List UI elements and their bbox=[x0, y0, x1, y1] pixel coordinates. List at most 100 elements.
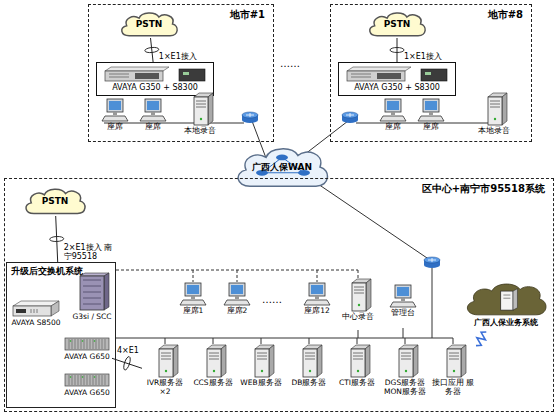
node-label: 座席2 bbox=[227, 306, 248, 315]
server-icon bbox=[387, 344, 423, 378]
cloud-shape bbox=[462, 280, 550, 318]
trunk-oval bbox=[122, 356, 131, 371]
node-label: CTI服务器 bbox=[339, 378, 375, 387]
node-label: AVAYA S8500 bbox=[11, 318, 60, 327]
server-icon bbox=[291, 344, 327, 378]
device-icons bbox=[99, 65, 211, 83]
workstation: 座席12 bbox=[300, 282, 334, 326]
edge-label: 1×E1接入 bbox=[159, 52, 219, 61]
pstn-cloud: PSTN bbox=[118, 10, 180, 38]
media-gateway: AVAYA G650 bbox=[62, 372, 112, 402]
server-icon bbox=[339, 344, 375, 378]
server-icon bbox=[476, 92, 512, 126]
phone-line bbox=[116, 270, 358, 282]
server: CTI服务器 bbox=[334, 344, 380, 408]
server-box-icon bbox=[11, 300, 61, 318]
node-label: IVR服务器 ×2 bbox=[142, 378, 188, 396]
server: 本地录音 bbox=[180, 92, 220, 140]
node-label: PSTN bbox=[136, 19, 163, 30]
device-icons bbox=[341, 65, 453, 83]
edge-label: 4×E1 bbox=[117, 346, 151, 355]
workstation: 座席 bbox=[138, 98, 168, 138]
pc-icon bbox=[416, 98, 446, 122]
server: CCS服务器 bbox=[190, 344, 236, 408]
server: WEB服务器 bbox=[238, 344, 284, 408]
node-label: AVAYA G650 bbox=[64, 388, 110, 397]
router-icon bbox=[242, 112, 258, 123]
ellipsis-label: …… bbox=[262, 294, 282, 306]
workstation: 座席 bbox=[416, 98, 446, 138]
node-label: CCS服务器 bbox=[193, 378, 232, 387]
server-icon bbox=[435, 344, 471, 378]
pstn-cloud: PSTN bbox=[366, 10, 428, 38]
region-title: 区中心+南宁市95518系统 bbox=[422, 183, 545, 195]
node-label: AVAYA G650 bbox=[64, 352, 110, 361]
wan-link bbox=[252, 121, 266, 158]
lan-bus bbox=[104, 123, 244, 124]
region-box: 地市#8PSTN AVAYA G350 + S8300 座席 座席 本地录音 bbox=[330, 4, 532, 142]
cabinet-icon bbox=[72, 272, 112, 312]
business-cloud: 广西人保业务系统 bbox=[462, 280, 550, 332]
workstation: 管理台 bbox=[386, 284, 420, 328]
pstn-cloud: PSTN bbox=[22, 186, 88, 216]
node-label: 广西人保WAN bbox=[252, 162, 312, 173]
media-server: AVAYA S8500 bbox=[10, 300, 62, 330]
wireless-link bbox=[476, 332, 486, 346]
node-label: 管理台 bbox=[391, 308, 415, 317]
server: 中心录音 bbox=[338, 278, 378, 330]
pc-icon bbox=[222, 282, 252, 306]
node-label: 接口应用 服务器 bbox=[430, 378, 476, 396]
workstation: 座席1 bbox=[176, 282, 210, 326]
node-label: 本地录音 bbox=[478, 126, 510, 135]
workstation: 座席2 bbox=[220, 282, 254, 326]
region-box: 地市#1PSTN AVAYA G350 + S8300 座席 座席 本地录音 bbox=[88, 4, 274, 142]
switch-group: 升级后交换机系统G3si / SCCAVAYA S8500AVAYA G650A… bbox=[6, 262, 116, 408]
region-title: 地市#1 bbox=[230, 9, 265, 21]
server: 接口应用 服务器 bbox=[430, 344, 476, 408]
edge-label: 2×E1接入 南宁95518 bbox=[64, 243, 118, 261]
server: 本地录音 bbox=[474, 92, 514, 140]
node-label: 座席1 bbox=[183, 306, 204, 315]
node-label: AVAYA G350 + S8300 bbox=[112, 83, 198, 92]
pc-icon bbox=[388, 284, 418, 308]
switch-cabinet: G3si / SCC bbox=[70, 272, 114, 324]
server-icon bbox=[147, 344, 183, 378]
connector-line bbox=[56, 216, 58, 262]
trunk-oval bbox=[145, 47, 159, 53]
wan-cloud: 广西人保WAN bbox=[232, 144, 332, 190]
node-label: G3si / SCC bbox=[72, 312, 111, 321]
node-label: DB服务器 bbox=[292, 378, 327, 387]
node-label: 座席 bbox=[107, 122, 123, 131]
gateway-icon bbox=[63, 336, 111, 352]
node-label: 座席 bbox=[145, 122, 161, 131]
node-label: WEB服务器 bbox=[240, 378, 281, 387]
node-label: DGS服务器 MON服务器 bbox=[382, 378, 428, 396]
node-label: 座席 bbox=[385, 122, 401, 131]
workstation: 座席 bbox=[100, 98, 130, 138]
trunk-oval bbox=[390, 48, 404, 53]
node-label: AVAYA G350 + S8300 bbox=[354, 83, 440, 92]
connector-line bbox=[397, 38, 398, 62]
server: DB服务器 bbox=[286, 344, 332, 408]
wan-link bbox=[318, 184, 430, 260]
server-icon bbox=[340, 278, 376, 312]
pc-icon bbox=[100, 98, 130, 122]
node-label: 座席 bbox=[423, 122, 439, 131]
workstation: 座席 bbox=[378, 98, 408, 138]
pc-icon bbox=[178, 282, 208, 306]
edge-label: 1×E1接入 bbox=[404, 52, 464, 61]
router-icon bbox=[424, 257, 440, 268]
server-icon bbox=[195, 344, 231, 378]
server-icon bbox=[182, 92, 218, 126]
node-label: PSTN bbox=[384, 19, 411, 30]
server: IVR服务器 ×2 bbox=[142, 344, 188, 408]
lan-bus bbox=[116, 268, 453, 344]
pc-icon bbox=[138, 98, 168, 122]
server-icon bbox=[243, 344, 279, 378]
node-label: 广西人保业务系统 bbox=[474, 318, 538, 327]
pc-icon bbox=[302, 282, 332, 306]
region-title: 地市#8 bbox=[488, 9, 523, 21]
trunk-oval bbox=[50, 236, 64, 242]
node-label: PSTN bbox=[42, 196, 69, 207]
server: DGS服务器 MON服务器 bbox=[382, 344, 428, 408]
